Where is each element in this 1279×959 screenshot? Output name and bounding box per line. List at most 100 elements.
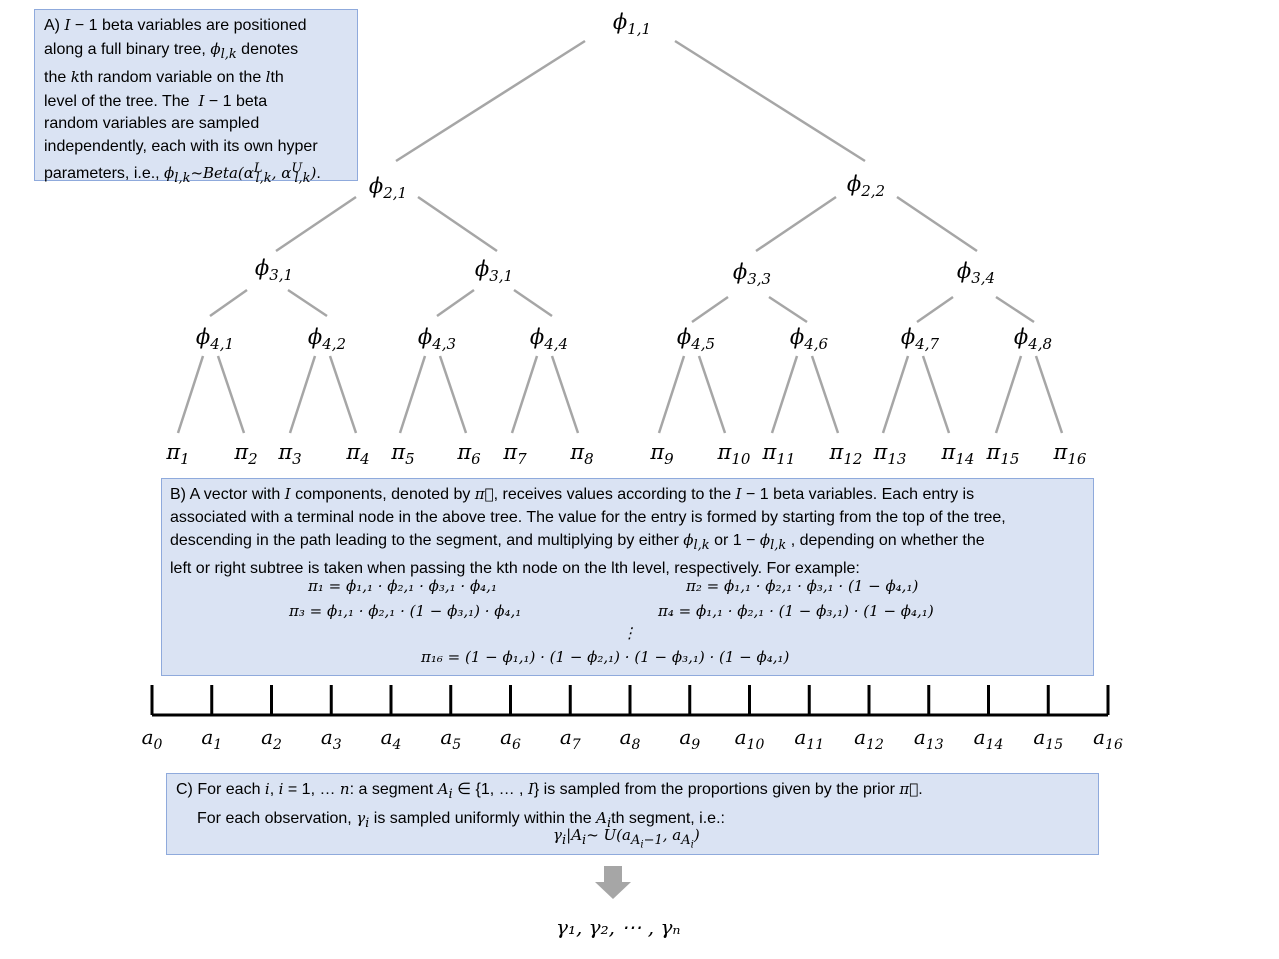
node-level3-1: ϕ3,1 bbox=[255, 256, 293, 284]
leaf-pi-12: π12 bbox=[829, 440, 863, 468]
edge-level3-to-level4-8 bbox=[995, 295, 1035, 324]
axis-label-a-3: a3 bbox=[321, 725, 342, 753]
node-phi-1-1: ϕ1,1 bbox=[613, 10, 651, 38]
axis-label-a-0: a0 bbox=[142, 725, 163, 753]
edge-level4-to-leaf-8 bbox=[550, 355, 580, 434]
edge-level3-to-level4-7 bbox=[916, 295, 954, 324]
edge-level3-to-level4-6 bbox=[768, 295, 808, 324]
edge-level4-to-leaf-1 bbox=[176, 355, 205, 434]
node-level3-3: ϕ3,3 bbox=[733, 260, 771, 288]
axis-label-a-4: a4 bbox=[381, 725, 402, 753]
edge-1-1-to-2-1 bbox=[395, 39, 586, 163]
node-phi-4-5: ϕ4,5 bbox=[677, 325, 715, 353]
equation-pi-2: π₂ = ϕ₁,₁ · ϕ₂,₁ · ϕ₃,₁ · (1 − ϕ₄,₁) bbox=[686, 577, 919, 595]
box-c-description: C) For each i, i = 1, … n: a segment Ai … bbox=[166, 773, 1099, 855]
edge-2-2-to-3-3 bbox=[755, 195, 837, 253]
box-b-line-3: descending in the path leading to the se… bbox=[170, 531, 985, 553]
node-phi-4-3: ϕ4,3 bbox=[418, 325, 456, 353]
box-a-line-5: random variables are sampled bbox=[44, 115, 260, 132]
edge-level3-to-level4-5 bbox=[691, 295, 729, 324]
leaf-pi-11: π11 bbox=[762, 440, 796, 468]
leaf-pi-6: π6 bbox=[456, 440, 481, 468]
axis-label-a-13: a13 bbox=[914, 725, 944, 753]
box-a-line-3: the kth random variable on the lth bbox=[44, 68, 284, 86]
edge-level3-to-level4-3 bbox=[436, 288, 475, 318]
box-c-line-2: For each observation, γi is sampled unif… bbox=[197, 808, 725, 831]
leaf-pi-7: π7 bbox=[502, 440, 527, 468]
output-gamma-sequence: γ₁, γ₂, ⋯ , γₙ bbox=[556, 915, 681, 939]
tree-edges bbox=[176, 39, 1064, 434]
edge-level4-to-leaf-14 bbox=[921, 355, 951, 434]
down-arrow-icon bbox=[595, 866, 631, 899]
equation-pi-4: π₄ = ϕ₁,₁ · ϕ₂,₁ · (1 − ϕ₃,₁) · (1 − ϕ₄,… bbox=[658, 602, 934, 620]
axis-label-a-14: a14 bbox=[974, 725, 1004, 753]
axis-label-a-15: a15 bbox=[1033, 725, 1063, 753]
leaf-pi-9: π9 bbox=[649, 440, 674, 468]
edge-level4-to-leaf-10 bbox=[697, 355, 727, 434]
box-c-line-1: C) For each i, i = 1, … n: a segment Ai … bbox=[176, 780, 923, 802]
node-level3-2: ϕ3,1 bbox=[475, 257, 513, 285]
leaf-pi-10: π10 bbox=[717, 440, 751, 468]
box-a-line-4: level of the tree. The I − 1 beta bbox=[44, 91, 268, 110]
edge-level4-to-leaf-5 bbox=[398, 355, 427, 434]
box-a-line-1: A) I − 1 beta variables are positioned bbox=[44, 16, 307, 34]
edge-2-2-to-3-4 bbox=[896, 195, 978, 253]
edge-2-1-to-3-1 bbox=[275, 195, 357, 253]
axis-label-a-11: a11 bbox=[794, 725, 824, 753]
edge-level4-to-leaf-4 bbox=[328, 355, 358, 434]
axis-label-a-12: a12 bbox=[854, 725, 884, 753]
leaf-pi-15: π15 bbox=[986, 440, 1020, 468]
edge-1-1-to-2-2 bbox=[674, 39, 866, 163]
equation-pi-1: π₁ = ϕ₁,₁ · ϕ₂,₁ · ϕ₃,₁ · ϕ₄,₁ bbox=[308, 577, 497, 595]
box-b-line-1: B) A vector with I components, denoted b… bbox=[170, 485, 975, 503]
leaf-pi-13: π13 bbox=[873, 440, 907, 468]
leaf-pi-14: π14 bbox=[941, 440, 975, 468]
node-phi-4-6: ϕ4,6 bbox=[790, 325, 829, 353]
leaf-pi-1: π1 bbox=[165, 440, 189, 468]
edge-level4-to-leaf-13 bbox=[881, 355, 910, 434]
edge-level4-to-leaf-9 bbox=[657, 355, 686, 434]
box-a-line-7: parameters, i.e., ϕl,k~Beta(αLl,k, αUl,k… bbox=[44, 161, 321, 186]
edge-level3-to-level4-2 bbox=[287, 288, 328, 318]
node-phi-2-1: ϕ2,1 bbox=[369, 174, 407, 202]
edge-level4-to-leaf-3 bbox=[288, 355, 317, 434]
edge-level3-to-level4-1 bbox=[209, 288, 248, 318]
node-phi-4-7: ϕ4,7 bbox=[901, 325, 940, 353]
equation-pi-16: π₁₆ = (1 − ϕ₁,₁) · (1 − ϕ₂,₁) · (1 − ϕ₃,… bbox=[421, 648, 790, 666]
axis-label-a-7: a7 bbox=[560, 725, 581, 753]
node-phi-4-4: ϕ4,4 bbox=[530, 325, 568, 353]
leaf-pi-2: π2 bbox=[233, 440, 257, 468]
node-phi-4-2: ϕ4,2 bbox=[308, 325, 346, 353]
edge-level4-to-leaf-2 bbox=[216, 355, 246, 434]
axis-label-a-5: a5 bbox=[440, 725, 461, 753]
uniform-sampling-equation: γi|Ai~ U(aAi−1, aAi) bbox=[553, 826, 700, 851]
node-phi-2-2: ϕ2,2 bbox=[847, 172, 885, 200]
leaf-pi-3: π3 bbox=[277, 440, 301, 468]
edge-level4-to-leaf-12 bbox=[810, 355, 840, 434]
equation-pi-3: π₃ = ϕ₁,₁ · ϕ₂,₁ · (1 − ϕ₃,₁) · ϕ₄,₁ bbox=[289, 602, 522, 620]
leaf-pi-4: π4 bbox=[345, 440, 369, 468]
vertical-ellipsis: ⋮ bbox=[622, 624, 637, 642]
axis-label-a-10: a10 bbox=[735, 725, 765, 753]
edge-level4-to-leaf-15 bbox=[994, 355, 1023, 434]
axis-label-a-6: a6 bbox=[500, 725, 521, 753]
node-phi-4-8: ϕ4,8 bbox=[1014, 325, 1052, 353]
box-a-line-2: along a full binary tree, ϕl,k denotes bbox=[44, 39, 299, 62]
node-phi-4-1: ϕ4,1 bbox=[196, 325, 234, 353]
edge-level3-to-level4-4 bbox=[513, 288, 553, 318]
box-a-description: A) I − 1 beta variables are positioned a… bbox=[34, 9, 358, 186]
box-b-line-2: associated with a terminal node in the a… bbox=[170, 508, 1006, 526]
axis-label-a-1: a1 bbox=[201, 725, 222, 753]
leaf-pi-16: π16 bbox=[1053, 440, 1087, 468]
box-b-description: B) A vector with I components, denoted b… bbox=[161, 478, 1094, 676]
axis-label-a-9: a9 bbox=[679, 725, 700, 753]
box-b-line-4: left or right subtree is taken when pass… bbox=[170, 559, 860, 577]
leaf-pi-8: π8 bbox=[569, 440, 593, 468]
edge-level4-to-leaf-16 bbox=[1034, 355, 1064, 434]
edge-2-1-to-3-2 bbox=[417, 195, 498, 253]
edge-level4-to-leaf-7 bbox=[510, 355, 539, 434]
box-a-line-6: independently, each with its own hyper bbox=[44, 137, 318, 155]
